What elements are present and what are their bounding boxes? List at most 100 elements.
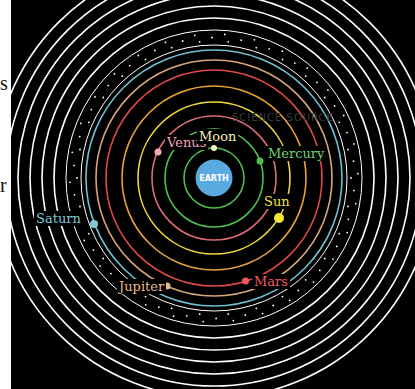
star-dot (88, 121, 90, 123)
clipped-text: r (0, 174, 7, 196)
star-dot (107, 85, 109, 87)
star-dot (129, 65, 131, 67)
star-dot (336, 246, 338, 248)
star-dot (79, 206, 81, 208)
star-dot (353, 190, 355, 192)
star-dot (282, 59, 284, 61)
star-dot (76, 177, 78, 179)
star-dot (294, 62, 296, 64)
planet-dots (90, 145, 284, 290)
star-dot (338, 233, 340, 235)
star-dot (199, 313, 201, 315)
star-dot (244, 314, 246, 316)
star-dot (94, 96, 96, 98)
outer-sphere (54, 18, 374, 338)
star-dot (93, 249, 95, 251)
star-dot (327, 89, 329, 91)
star-dot (173, 315, 175, 317)
planet-label: Saturn (34, 211, 83, 226)
watermark: SCIENCE SOURCE (232, 112, 334, 123)
star-dot (90, 109, 92, 111)
star-dot (211, 37, 213, 39)
star-dot (281, 50, 283, 52)
star-dot (332, 258, 334, 260)
star-dot (110, 273, 112, 275)
mercury-dot (257, 158, 264, 165)
star-dot (154, 50, 156, 52)
star-dot (145, 304, 147, 306)
fixed-stars (69, 34, 359, 323)
star-dot (313, 281, 315, 283)
outer-sphere (42, 6, 386, 350)
star-dot (182, 40, 184, 42)
star-dot (319, 270, 321, 272)
mars-orbit (106, 70, 322, 286)
star-dot (262, 313, 264, 315)
outer-sphere (6, 0, 415, 386)
star-dot (88, 233, 90, 235)
star-dot (334, 105, 336, 107)
node-label: EARTH (199, 174, 229, 183)
star-dot (202, 321, 204, 323)
earth-circle: EARTH (195, 159, 233, 197)
star-dot (240, 39, 242, 41)
star-dot (255, 307, 257, 309)
planet-label: Mercury (266, 146, 326, 161)
star-dot (324, 258, 326, 260)
star-dot (74, 194, 76, 196)
clipped-text: s (0, 72, 8, 94)
star-dot (305, 279, 307, 281)
star-dot (171, 47, 173, 49)
star-dot (186, 315, 188, 317)
moon-orbit (184, 148, 244, 208)
star-dot (346, 232, 348, 234)
star-dot (99, 265, 101, 267)
star-dot (347, 219, 349, 221)
planet-label: Jupiter (117, 279, 166, 294)
star-sphere-outer (66, 30, 362, 326)
star-dot (306, 67, 308, 69)
star-dot (357, 173, 359, 175)
star-dot (145, 59, 147, 61)
star-dot (137, 55, 139, 57)
star-dot (199, 41, 201, 43)
star-dot (347, 206, 349, 208)
planet-label: Moon (197, 129, 238, 144)
star-dot (83, 240, 85, 242)
earth-fill (196, 160, 233, 197)
star-dot (289, 300, 291, 302)
star-dot (343, 115, 345, 117)
sun-orbit (138, 102, 290, 254)
mercury-orbit (165, 129, 263, 227)
star-dot (232, 320, 234, 322)
star-sphere-inner (81, 45, 347, 311)
star-dot (69, 181, 71, 183)
star-dot (355, 203, 357, 205)
star-dot (353, 143, 355, 145)
outer-sphere (30, 0, 398, 362)
planet-label: Mars (252, 274, 290, 289)
star-dot (282, 296, 284, 298)
venus-orbit (152, 116, 276, 240)
star-dot (338, 121, 340, 123)
saturn-orbit (86, 50, 342, 306)
star-dot (114, 73, 116, 75)
jupiter-orbit (96, 60, 332, 296)
star-dot (71, 151, 73, 153)
star-dot (194, 34, 196, 36)
planet-label: Sun (262, 194, 292, 209)
sun-dot (274, 213, 284, 223)
star-dot (79, 149, 81, 151)
star-dot (254, 39, 256, 41)
star-dot (227, 313, 229, 315)
star-dot (158, 306, 160, 308)
star-dot (227, 41, 229, 43)
star-dot (165, 42, 167, 44)
star-dot (353, 160, 355, 162)
moon-dot (211, 145, 217, 151)
star-dot (350, 177, 352, 179)
star-dot (305, 75, 307, 77)
star-dot (324, 97, 326, 99)
